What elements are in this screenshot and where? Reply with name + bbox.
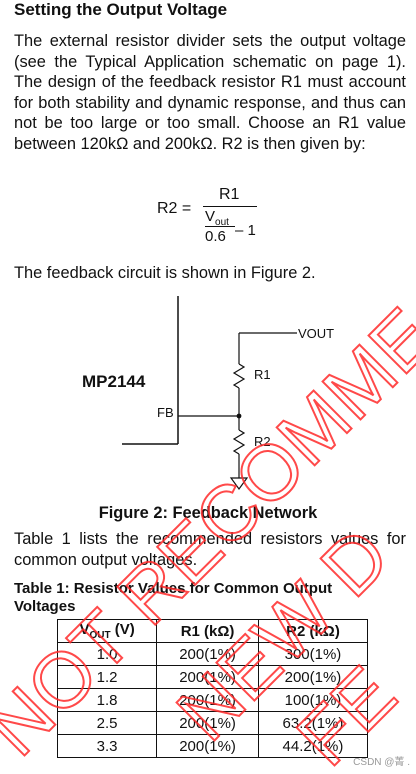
table-header-row: VOUT (V) R1 (kΩ) R2 (kΩ)	[56, 619, 369, 643]
resistor-values-table: VOUT (V) R1 (kΩ) R2 (kΩ) 1.0 200(1%) 300…	[56, 619, 369, 758]
section-title: Setting the Output Voltage	[14, 0, 228, 19]
cell-r2: 100(1%)	[257, 688, 369, 712]
cell-vout: 3.3	[56, 734, 158, 758]
header-vout: VOUT (V)	[56, 619, 158, 643]
cell-vout: 2.5	[56, 711, 158, 735]
cell-r1: 200(1%)	[156, 665, 259, 689]
header-r1: R1 (kΩ)	[156, 619, 259, 643]
r2-resistor-symbol	[232, 429, 246, 455]
cell-vout: 1.0	[56, 642, 158, 666]
formula-divisor: 0.6	[205, 228, 226, 245]
chip-label: MP2144	[82, 372, 146, 391]
formula-minus-one: – 1	[235, 222, 256, 239]
feedback-network-diagram: MP2144 FB VOUT R1 R2	[82, 296, 334, 491]
table-title: Table 1: Resistor Values for Common Outp…	[14, 580, 333, 615]
header-r2: R2 (kΩ)	[257, 619, 369, 643]
vout-label: VOUT	[298, 326, 334, 341]
table-row: 1.0 200(1%) 300(1%)	[56, 642, 369, 666]
cell-r2: 300(1%)	[257, 642, 369, 666]
r1-label: R1	[254, 367, 271, 382]
paragraph-table-ref: Table 1 lists the recommended resistors …	[14, 530, 406, 569]
cell-r1: 200(1%)	[156, 642, 259, 666]
formula-inner-fraction-bar	[205, 226, 235, 227]
formula-numerator: R1	[219, 186, 240, 203]
r1-resistor-symbol	[232, 363, 246, 389]
formula-lhs: R2 =	[157, 200, 192, 217]
csdn-credit: CSDN @菁 .	[353, 757, 410, 768]
cell-r1: 200(1%)	[156, 688, 259, 712]
r2-formula: R2 = R1 Vout – 1 0.6	[157, 186, 267, 258]
table-row: 1.8 200(1%) 100(1%)	[56, 688, 369, 712]
table-row: 2.5 200(1%) 63.2(1%)	[56, 711, 369, 735]
table-row: 3.3 200(1%) 44.2(1%)	[56, 734, 369, 758]
formula-main-fraction-bar	[203, 206, 257, 207]
table-row: 1.2 200(1%) 200(1%)	[56, 665, 369, 689]
r2-label: R2	[254, 434, 271, 449]
cell-vout: 1.8	[56, 688, 158, 712]
cell-vout: 1.2	[56, 665, 158, 689]
ground-icon	[229, 477, 249, 491]
cell-r1: 200(1%)	[156, 711, 259, 735]
figure-caption: Figure 2: Feedback Network	[98, 504, 318, 522]
paragraph-intro: The external resistor divider sets the o…	[14, 32, 406, 153]
cell-r1: 200(1%)	[156, 734, 259, 758]
cell-r2: 44.2(1%)	[257, 734, 369, 758]
formula-vout: Vout	[205, 208, 229, 228]
cell-r2: 200(1%)	[257, 665, 369, 689]
fb-pin-label: FB	[157, 405, 174, 420]
cell-r2: 63.2(1%)	[257, 711, 369, 735]
paragraph-figure-ref: The feedback circuit is shown in Figure …	[14, 264, 316, 282]
